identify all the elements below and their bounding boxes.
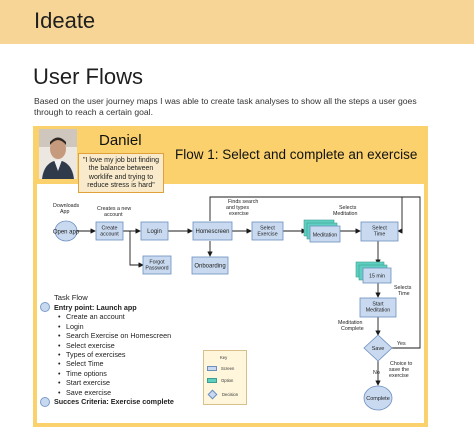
list-item: Select Time [66, 359, 200, 368]
section-intro: Based on the user journey maps I was abl… [34, 96, 417, 117]
svg-text:No: No [373, 370, 380, 376]
node-label: Open app [53, 230, 80, 236]
flow-node-save-decision: Save [363, 334, 393, 362]
svg-text:Login: Login [147, 229, 162, 235]
list-item: Select exercise [66, 341, 200, 350]
task-flow-entry: Entry point: Launch app [40, 302, 200, 313]
flow-node-complete: Complete [363, 385, 393, 411]
diagram-key: Key Screen Option Decision [203, 350, 247, 405]
list-item: Time options [66, 369, 200, 378]
flow-node-homescreen: Homescreen [192, 221, 233, 241]
task-flow-title: Task Flow [54, 293, 88, 302]
task-flow: Task Flow Entry point: Launch app Create… [40, 293, 200, 408]
section-title: User Flows [33, 64, 144, 89]
flow-node-open-app: Open app [53, 220, 80, 242]
flow-connectors [77, 196, 421, 386]
list-item: Save exercise [66, 388, 200, 397]
list-item: Start exercise [66, 378, 200, 387]
svg-text:Save: Save [372, 346, 385, 352]
svg-text:Yes: Yes [397, 341, 406, 347]
decision-diamond-icon [207, 389, 218, 400]
key-option: Option [207, 378, 233, 383]
list-item: Search Exercise on Homescreen [66, 331, 200, 340]
screen-shape-icon [207, 366, 217, 371]
svg-text:15 min: 15 min [369, 274, 385, 280]
task-flow-steps: Create an account Login Search Exercise … [66, 312, 200, 397]
list-item: Types of exercises [66, 350, 200, 359]
persona-avatar [39, 129, 77, 179]
svg-text:Homescreen: Homescreen [195, 229, 229, 235]
flow-node-meditation: Meditation [303, 219, 341, 243]
task-flow-success: Succes Criteria: Exercise complete [40, 397, 200, 408]
svg-text:Complete: Complete [366, 396, 390, 402]
node-label: Create [102, 226, 118, 232]
persona-quote: "I love my job but finding the balance b… [78, 153, 164, 193]
svg-text:Meditation: Meditation [313, 233, 337, 239]
key-title: Key [220, 355, 228, 360]
header-banner: Ideate [0, 0, 474, 44]
circle-icon [40, 302, 50, 313]
flow-node-login: Login [140, 221, 169, 241]
page-title: Ideate [34, 8, 96, 33]
list-item: Create an account [66, 312, 200, 321]
persona-name: Daniel [99, 132, 142, 149]
flow-node-15-min: 15 min [355, 261, 392, 284]
flow-node-onboarding: Onboarding [191, 256, 229, 275]
list-item: Login [66, 322, 200, 331]
flow-title: Flow 1: Select and complete an exercise [175, 147, 418, 162]
key-decision: Decision [207, 389, 238, 400]
svg-text:Onboarding: Onboarding [194, 264, 225, 270]
circle-icon [40, 397, 50, 408]
key-screen: Screen [207, 366, 234, 371]
option-shape-icon [207, 378, 217, 383]
